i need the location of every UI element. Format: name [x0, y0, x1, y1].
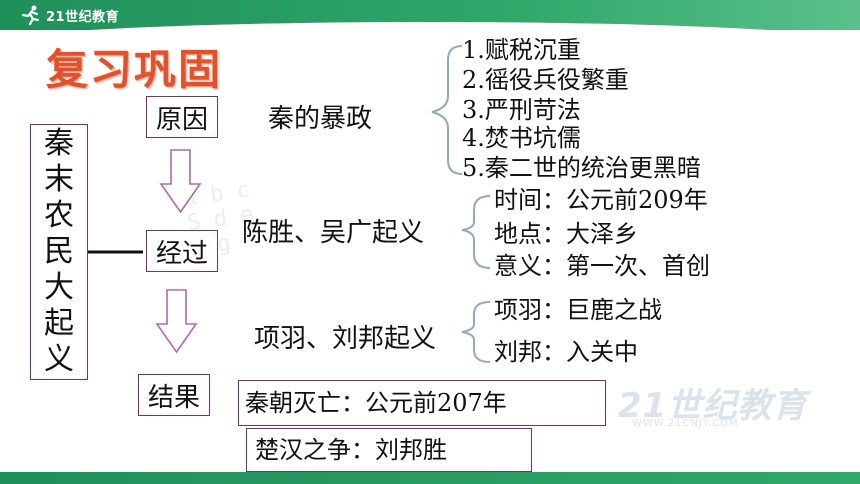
brace-uprising1: [461, 195, 491, 269]
topic-box: 秦 末 农 民 大 起 义: [30, 124, 88, 380]
topic-char: 义: [44, 342, 74, 377]
cause-item: 5.秦二世的统治更黑暗: [462, 154, 701, 182]
uprising2-item: 项羽：巨鹿之战: [494, 296, 662, 324]
topic-char: 农: [44, 198, 74, 233]
result-box-1: 秦朝灭亡：公元前207年: [238, 380, 606, 426]
watermark: 21世纪教育 WWW.21CNJY.COM: [618, 378, 848, 438]
topic-char: 起: [44, 306, 74, 341]
topic-char: 大: [44, 270, 74, 305]
stage-cause-label: 原因: [155, 104, 208, 135]
cause-item: 2.徭役兵役繁重: [462, 66, 629, 94]
uprising1-item: 意义：第一次、首创: [494, 252, 710, 280]
down-arrow-2: [155, 289, 198, 354]
result-box-2: 楚汉之争：刘邦胜: [246, 428, 532, 472]
watermark-url: WWW.21CNJY.COM: [632, 418, 739, 429]
stage-process-label: 经过: [155, 238, 208, 269]
cause-item: 3.严刑苛法: [462, 96, 581, 124]
cause-item: 1.赋税沉重: [462, 36, 581, 64]
brace-uprising2: [461, 301, 491, 363]
cause-item: 4.焚书坑儒: [462, 124, 581, 152]
topic-char: 民: [44, 234, 74, 269]
logo-text: 21世纪教育: [46, 9, 120, 25]
uprising1-heading: 陈胜、吴广起义: [242, 218, 425, 248]
uprising2-heading: 项羽、刘邦起义: [254, 324, 437, 354]
stage-process-box: 经过: [146, 230, 218, 272]
stage-cause-box: 原因: [146, 96, 218, 138]
footer-bar: [0, 472, 860, 484]
slide-title: 复习巩固: [46, 45, 223, 94]
watermark-logo: 21世纪教育: [618, 386, 808, 426]
topic-char: 末: [44, 162, 74, 197]
stage-result-box: 结果: [138, 374, 210, 416]
result-text: 楚汉之争：刘邦胜: [255, 436, 447, 464]
uprising2-item: 刘邦：入关中: [494, 338, 638, 366]
cause-heading: 秦的暴政: [268, 104, 373, 134]
uprising1-item: 地点：大泽乡: [494, 220, 638, 248]
result-text: 秦朝灭亡：公元前207年: [245, 389, 507, 417]
brace-causes: [431, 45, 463, 175]
runner-icon: [21, 5, 40, 26]
header-curve: [0, 22, 860, 44]
uprising1-item: 时间：公元前209年: [494, 186, 708, 214]
brand-logo: 21世纪教育: [20, 4, 119, 26]
stage-result-label: 结果: [147, 382, 200, 413]
topic-char: 秦: [44, 126, 74, 161]
